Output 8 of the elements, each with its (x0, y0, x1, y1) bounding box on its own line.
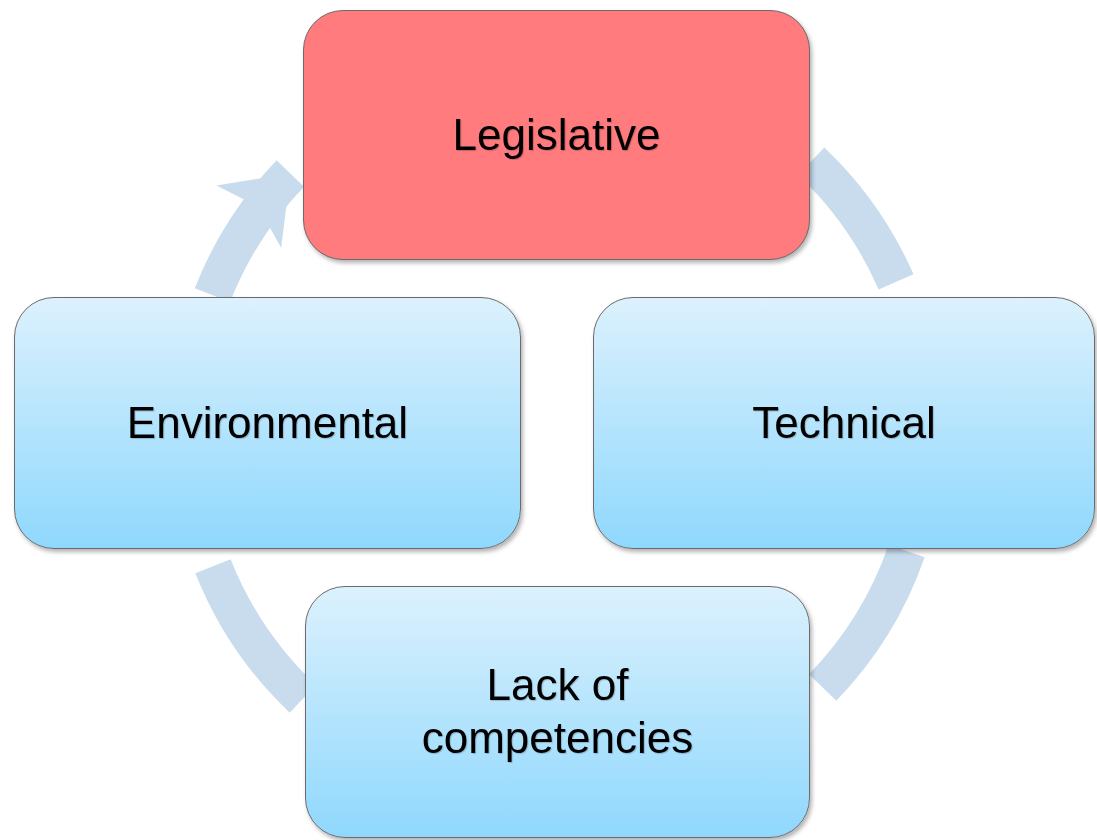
rounded-box (593, 297, 1095, 549)
box-label: Lack of competencies (420, 659, 695, 764)
box-label: Technical (752, 396, 936, 449)
rounded-box (14, 297, 521, 549)
box-label: Environmental (126, 396, 409, 449)
box-label: Legislative (452, 108, 661, 161)
rounded-box (305, 586, 810, 838)
rounded-box (303, 10, 810, 260)
